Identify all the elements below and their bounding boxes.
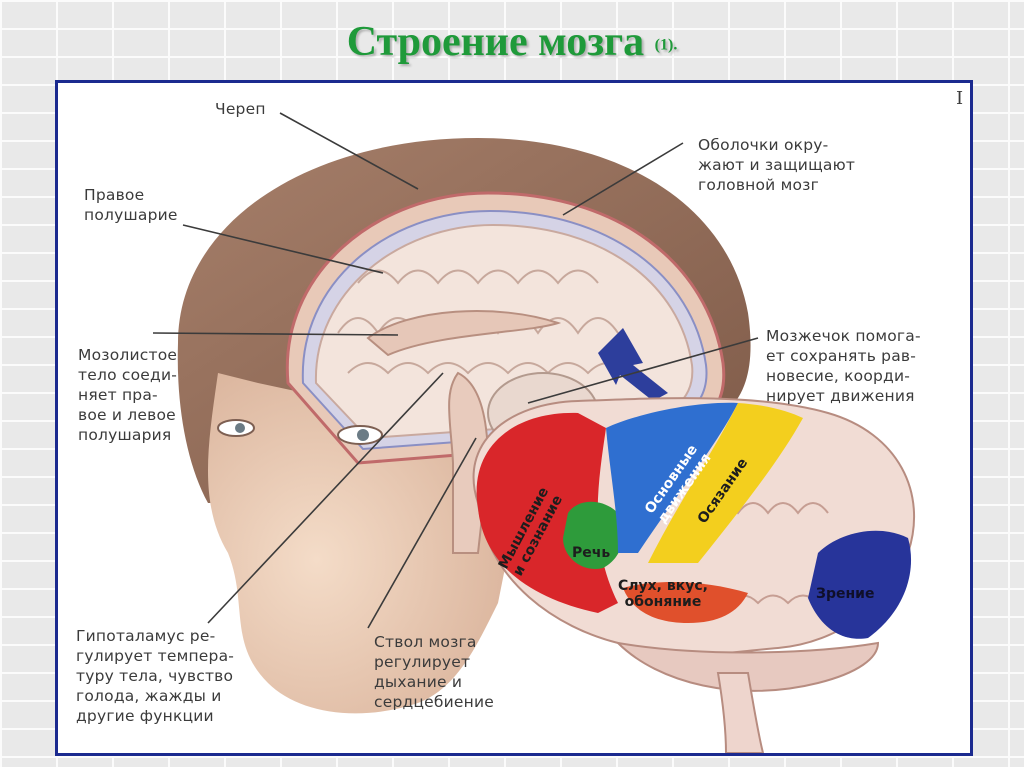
label-hypothalamus: Гипоталамус ре- гулирует темпера- туру т…: [76, 627, 235, 725]
label-corpus-callosum: Мозолистое тело соеди- няет пра- вое и л…: [78, 346, 178, 444]
region-senses-shape: [623, 581, 748, 623]
title-reference: (1).: [654, 36, 678, 54]
leader-lines: [152, 112, 759, 629]
region-movement-shape: [606, 402, 738, 553]
region-senses-label: Слух, вкус, обоняние: [618, 578, 708, 610]
corner-mark: I: [956, 88, 964, 109]
region-speech-shape: [563, 501, 623, 569]
label-skull: Череп: [215, 100, 266, 118]
region-vision-label: Зрение: [816, 586, 875, 602]
label-brainstem: Ствол мозга регулирует дыхание и сердцеб…: [374, 633, 495, 711]
external-brain: [472, 397, 916, 753]
label-meninges: Оболочки окру- жают и защищают головной …: [698, 136, 856, 194]
corpus-callosum: [366, 310, 562, 357]
face-shape: [208, 373, 518, 714]
label-right-hemisphere: Правое полушарие: [84, 186, 178, 224]
arrow-icon: [598, 328, 668, 401]
slide-title: Строение мозга (1).: [0, 18, 1024, 66]
region-touch-shape: [648, 403, 803, 563]
brain-illustration: [152, 112, 916, 753]
diagram-frame: Череп Оболочки окру- жают и защищают гол…: [55, 80, 973, 756]
region-vision-shape: [808, 530, 912, 639]
region-speech-label: Речь: [572, 545, 611, 561]
label-cerebellum: Мозжечок помога- ет сохранять рав- новес…: [766, 327, 921, 405]
title-text: Строение мозга: [346, 19, 645, 65]
